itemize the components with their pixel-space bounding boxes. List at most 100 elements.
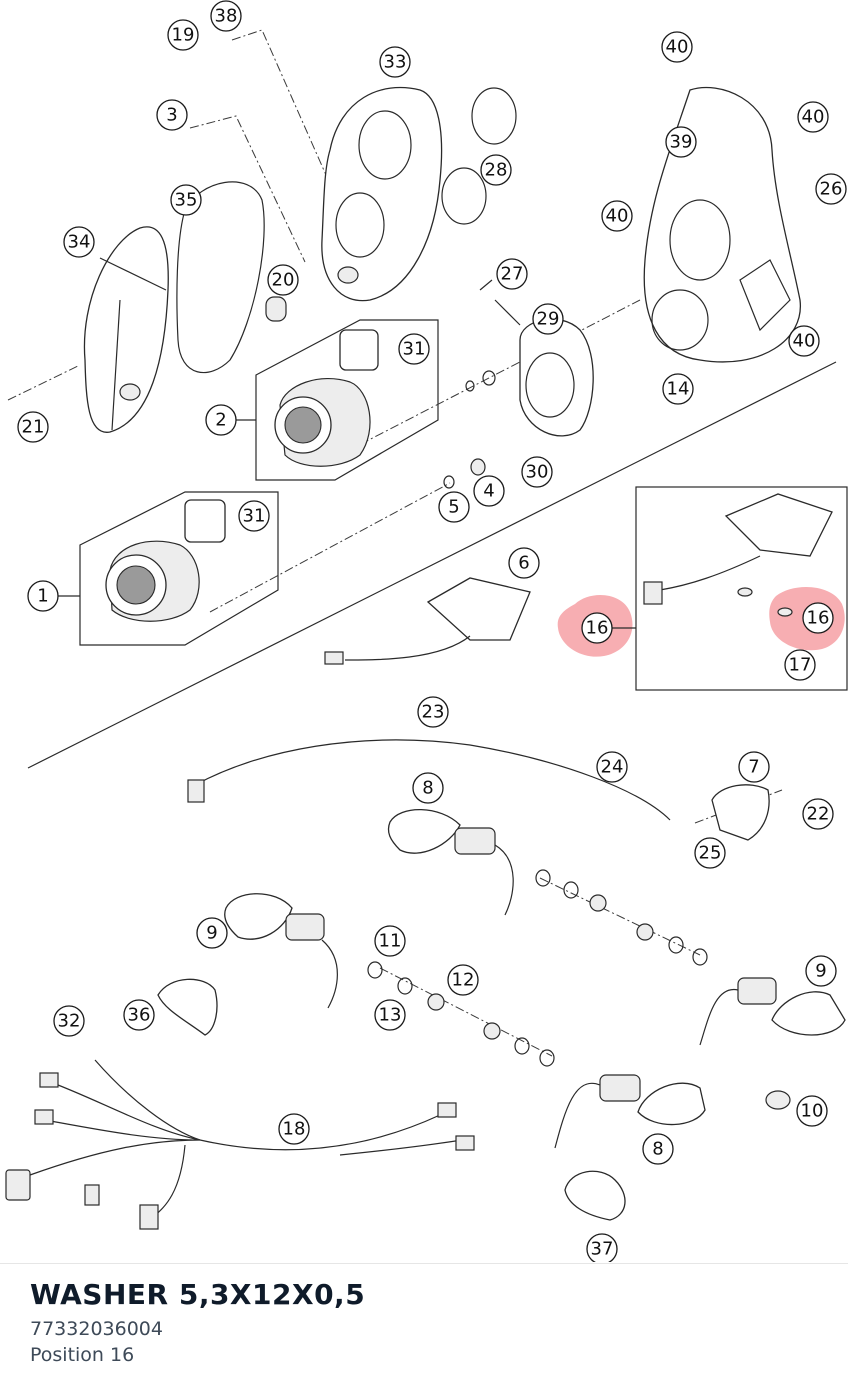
part-2-headlight — [274, 329, 379, 467]
callout-33: 33 — [379, 46, 411, 78]
part-9-turn-signal-left — [224, 893, 338, 1009]
callout-12: 12 — [447, 964, 479, 996]
callout-40-b: 40 — [797, 101, 829, 133]
callout-39: 39 — [665, 126, 697, 158]
svg-text:4: 4 — [483, 481, 494, 502]
svg-text:26: 26 — [820, 179, 843, 200]
svg-text:1: 1 — [37, 586, 48, 607]
assembly-lines — [7, 29, 783, 1057]
part-1-headlight — [105, 499, 226, 622]
part-36-cover — [157, 978, 218, 1036]
svg-text:16: 16 — [586, 618, 609, 639]
svg-text:3: 3 — [166, 105, 177, 126]
callout-14: 14 — [662, 373, 694, 405]
svg-text:7: 7 — [748, 757, 759, 778]
svg-text:23: 23 — [422, 702, 445, 723]
svg-text:5: 5 — [448, 497, 459, 518]
part-9-turn-signal-right — [699, 977, 846, 1046]
svg-text:12: 12 — [452, 970, 475, 991]
callout-28: 28 — [480, 154, 512, 186]
callout-7: 7 — [738, 751, 770, 783]
svg-text:28: 28 — [485, 160, 508, 181]
callout-30: 30 — [521, 456, 553, 488]
part-6-rear-light — [426, 577, 531, 641]
callout-31-lower: 31 — [238, 500, 270, 532]
svg-text:10: 10 — [801, 1101, 824, 1122]
callout-40-a: 40 — [661, 31, 693, 63]
exploded-parts-diagram: 1 2 3 4 5 6 7 8 8 9 9 10 11 12 13 14 16 … — [5, 0, 848, 1262]
svg-text:16: 16 — [807, 608, 830, 629]
callout-17: 17 — [784, 649, 816, 681]
svg-text:24: 24 — [601, 757, 624, 778]
part-8-turn-signal-upper — [387, 808, 514, 916]
part-28-ring-b — [441, 167, 487, 225]
callout-18: 18 — [278, 1113, 310, 1145]
washers-and-nuts — [367, 370, 708, 1067]
rear-light-kit-lamp — [724, 493, 833, 557]
part-33-housing — [321, 86, 443, 302]
headlight-assembly-2-frame — [255, 319, 439, 481]
part-29-bracket — [519, 318, 594, 437]
part-18-harness — [44, 1079, 441, 1151]
callout-31-upper: 31 — [398, 333, 430, 365]
svg-text:17: 17 — [789, 655, 812, 676]
callout-20: 20 — [267, 264, 299, 296]
callout-25: 25 — [694, 837, 726, 869]
svg-text:8: 8 — [652, 1139, 663, 1160]
svg-text:14: 14 — [667, 379, 690, 400]
part-28-ring-a — [471, 87, 517, 145]
part-position: Position 16 — [30, 1344, 135, 1366]
callout-37: 37 — [586, 1233, 618, 1262]
svg-text:37: 37 — [591, 1239, 614, 1260]
part-34-visor — [83, 226, 169, 433]
part-7-plate-light — [711, 784, 770, 841]
svg-text:25: 25 — [699, 843, 722, 864]
callout-21: 21 — [17, 411, 49, 443]
svg-text:40: 40 — [606, 206, 629, 227]
svg-text:6: 6 — [518, 553, 529, 574]
callout-26: 26 — [815, 173, 847, 205]
svg-text:39: 39 — [670, 132, 693, 153]
callout-9-left: 9 — [196, 917, 228, 949]
part-20-plug — [265, 296, 287, 322]
part-37-cover — [564, 1170, 626, 1221]
part-8-turn-signal-lower — [554, 1074, 706, 1149]
svg-text:38: 38 — [215, 6, 238, 27]
svg-text:35: 35 — [175, 190, 198, 211]
callout-10: 10 — [796, 1095, 828, 1127]
callout-11: 11 — [374, 925, 406, 957]
svg-text:36: 36 — [128, 1005, 151, 1026]
svg-text:40: 40 — [793, 331, 816, 352]
svg-text:19: 19 — [172, 25, 195, 46]
callout-23: 23 — [417, 696, 449, 728]
info-divider — [0, 1263, 848, 1264]
callout-32: 32 — [53, 1005, 85, 1037]
callout-16-main: 16 — [581, 612, 613, 644]
svg-text:40: 40 — [802, 107, 825, 128]
svg-text:34: 34 — [68, 232, 91, 253]
svg-text:8: 8 — [422, 778, 433, 799]
svg-text:9: 9 — [815, 961, 826, 982]
callout-8-lower: 8 — [642, 1133, 674, 1165]
svg-text:33: 33 — [384, 52, 407, 73]
callout-27: 27 — [496, 258, 528, 290]
svg-text:2: 2 — [215, 410, 226, 431]
part-number: 77332036004 — [30, 1318, 163, 1340]
part-24-cable — [194, 739, 671, 821]
svg-text:11: 11 — [379, 931, 402, 952]
callout-5: 5 — [438, 491, 470, 523]
callout-24: 24 — [596, 751, 628, 783]
callout-38: 38 — [210, 0, 242, 32]
callout-3: 3 — [156, 99, 188, 131]
callout-29: 29 — [532, 303, 564, 335]
callout-16-kit: 16 — [802, 602, 834, 634]
rear-light-kit-frame — [635, 486, 848, 691]
svg-text:31: 31 — [403, 339, 426, 360]
svg-text:32: 32 — [58, 1011, 81, 1032]
svg-text:27: 27 — [501, 264, 524, 285]
callout-19: 19 — [167, 19, 199, 51]
leader-lines — [58, 419, 636, 629]
svg-text:31: 31 — [243, 506, 266, 527]
svg-text:29: 29 — [537, 309, 560, 330]
callout-36: 36 — [123, 999, 155, 1031]
